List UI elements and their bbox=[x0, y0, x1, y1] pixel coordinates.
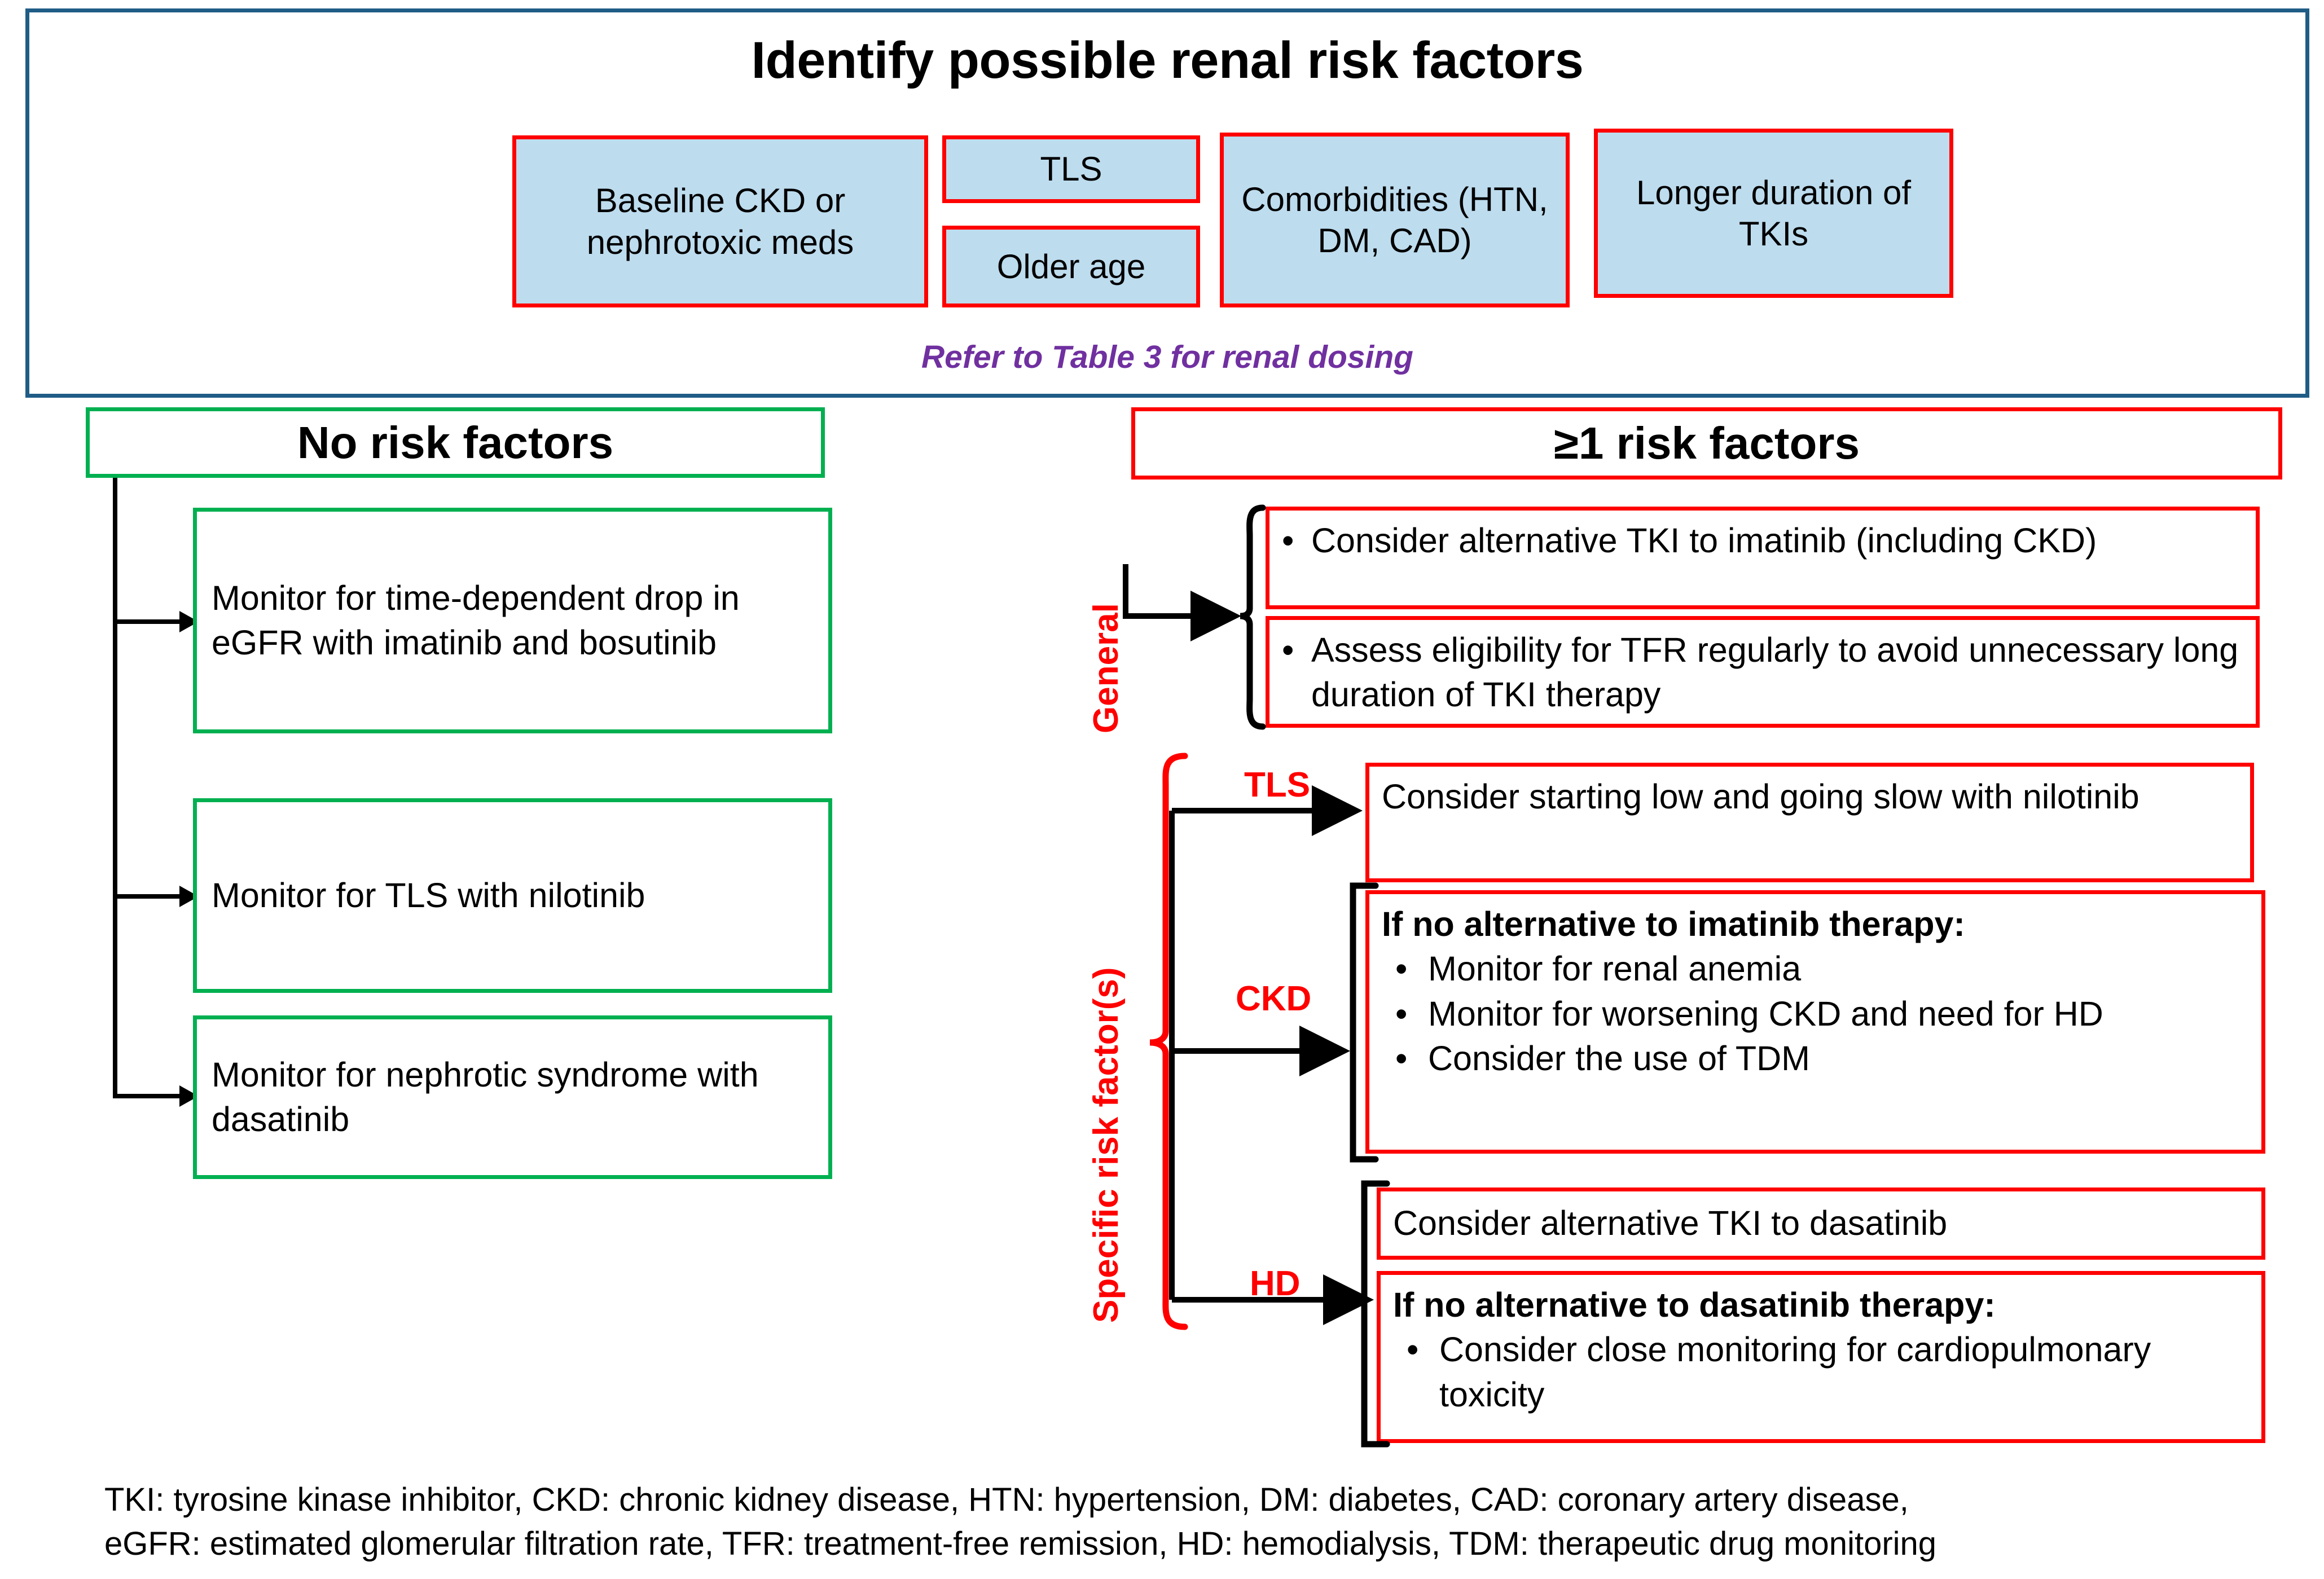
ckd-action-box[interactable]: If no alternative to imatinib therapy: •… bbox=[1365, 890, 2265, 1154]
bullet-icon: • bbox=[1282, 631, 1294, 669]
risk-chip-tki-duration[interactable]: Longer duration of TKIs bbox=[1594, 129, 1953, 298]
risk-chip-comorbidities[interactable]: Comorbidities (HTN, DM, CAD) bbox=[1220, 133, 1570, 307]
specific-group-label-hd: HD bbox=[1250, 1264, 1301, 1303]
bullet-icon: • bbox=[1395, 1039, 1408, 1077]
one-or-more-risk-factors-header: ≥1 risk factors bbox=[1131, 407, 2282, 480]
risk-chip-tls[interactable]: TLS bbox=[942, 135, 1200, 203]
specific-group-label-ckd: CKD bbox=[1236, 979, 1312, 1018]
ckd-bullet-tdm: Consider the use of TDM bbox=[1428, 1039, 1810, 1077]
ckd-bullet-renal-anemia: Monitor for renal anemia bbox=[1428, 949, 1802, 988]
bullet-icon: • bbox=[1407, 1330, 1419, 1369]
hd-box-heading: If no alternative to dasatinib therapy: bbox=[1393, 1286, 1996, 1324]
footnote-line-2: eGFR: estimated glomerular filtration ra… bbox=[104, 1525, 1937, 1562]
hd-action-text-1: Consider alternative TKI to dasatinib bbox=[1393, 1204, 1948, 1243]
general-action-text-1: Consider alternative TKI to imatinib (in… bbox=[1311, 521, 2097, 560]
page-title: Identify possible renal risk factors bbox=[751, 32, 1584, 89]
general-brace-icon bbox=[1240, 504, 1266, 730]
ckd-bracket-icon bbox=[1350, 882, 1379, 1163]
tls-action-box[interactable]: Consider starting low and going slow wit… bbox=[1365, 763, 2254, 882]
tls-action-text: Consider starting low and going slow wit… bbox=[1382, 777, 2140, 816]
specific-group-label-tls: TLS bbox=[1244, 766, 1311, 804]
left-connector-arm-2 bbox=[113, 894, 193, 899]
specific-trunk bbox=[1169, 785, 1374, 1325]
risk-chip-older-age[interactable]: Older age bbox=[942, 226, 1200, 307]
general-arrow bbox=[1123, 564, 1241, 641]
bullet-icon: • bbox=[1282, 521, 1294, 560]
bullet-icon: • bbox=[1395, 994, 1408, 1033]
left-connector-trunk bbox=[113, 478, 117, 1098]
specific-brace-icon bbox=[1149, 753, 1188, 1330]
no-risk-action-tls[interactable]: Monitor for TLS with nilotinib bbox=[193, 798, 832, 993]
footnote-line-1: TKI: tyrosine kinase inhibitor, CKD: chr… bbox=[104, 1481, 1909, 1518]
abbreviations-footnote: TKI: tyrosine kinase inhibitor, CKD: chr… bbox=[104, 1478, 2248, 1565]
left-connector-arm-1 bbox=[113, 619, 193, 624]
no-risk-factors-header: No risk factors bbox=[86, 407, 825, 478]
no-risk-action-egfr[interactable]: Monitor for time-dependent drop in eGFR … bbox=[193, 508, 832, 733]
bullet-icon: • bbox=[1395, 949, 1408, 988]
hd-action-box-no-alternative[interactable]: If no alternative to dasatinib therapy: … bbox=[1377, 1271, 2265, 1443]
refer-to-table-note: Refer to Table 3 for renal dosing bbox=[921, 339, 1414, 375]
hd-bracket-icon bbox=[1361, 1180, 1390, 1448]
hd-bullet-cardiopulmonary: Consider close monitoring for cardiopulm… bbox=[1439, 1330, 2151, 1414]
no-risk-action-nephrotic[interactable]: Monitor for nephrotic syndrome with dasa… bbox=[193, 1015, 832, 1179]
hd-action-alternative-tki[interactable]: Consider alternative TKI to dasatinib bbox=[1377, 1187, 2265, 1260]
general-action-text-2: Assess eligibility for TFR regularly to … bbox=[1311, 631, 2239, 714]
left-connector-arm-3 bbox=[113, 1094, 193, 1098]
ckd-box-heading: If no alternative to imatinib therapy: bbox=[1382, 905, 1965, 943]
risk-chip-baseline-ckd[interactable]: Baseline CKD or nephrotoxic meds bbox=[512, 135, 928, 307]
ckd-bullet-worsening-ckd: Monitor for worsening CKD and need for H… bbox=[1428, 994, 2103, 1033]
general-action-tfr-eligibility[interactable]: • Assess eligibility for TFR regularly t… bbox=[1266, 616, 2260, 728]
general-action-alternative-tki[interactable]: • Consider alternative TKI to imatinib (… bbox=[1266, 507, 2260, 609]
